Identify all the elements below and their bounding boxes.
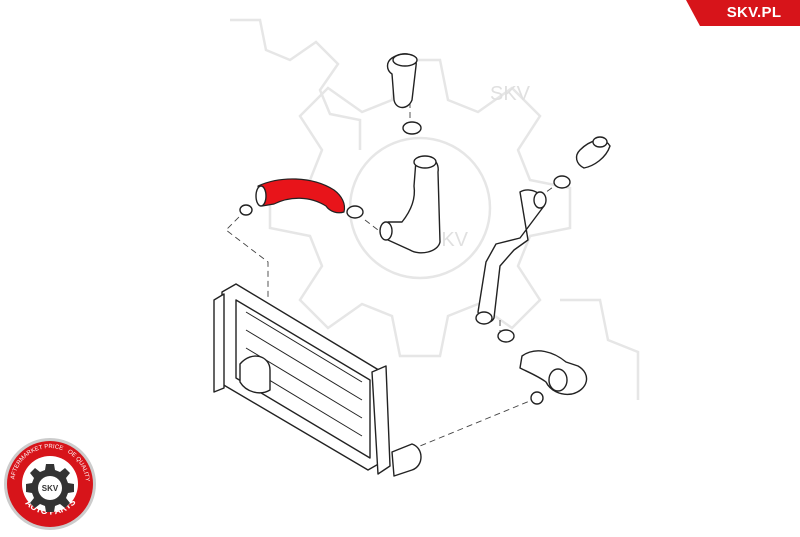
intercooler	[213, 283, 422, 477]
brand-tab: SKV.PL	[686, 0, 800, 26]
clamps	[239, 121, 571, 405]
turbo-hose-small	[575, 136, 611, 169]
skv-badge-logo: AFTERMARKET PRICE OE QUALITY AUTO PARTS …	[2, 436, 98, 532]
lower-hose	[519, 350, 588, 396]
charge-pipe-right	[475, 189, 547, 325]
badge-center-label: SKV	[42, 484, 59, 493]
watermark-label-top: SKV	[490, 83, 531, 105]
intercooler-hose-highlighted	[255, 178, 346, 214]
upper-hose	[386, 53, 418, 109]
gear-icon	[26, 464, 74, 512]
brand-label: SKV.PL	[726, 4, 782, 21]
charge-pipe-center	[379, 155, 441, 254]
